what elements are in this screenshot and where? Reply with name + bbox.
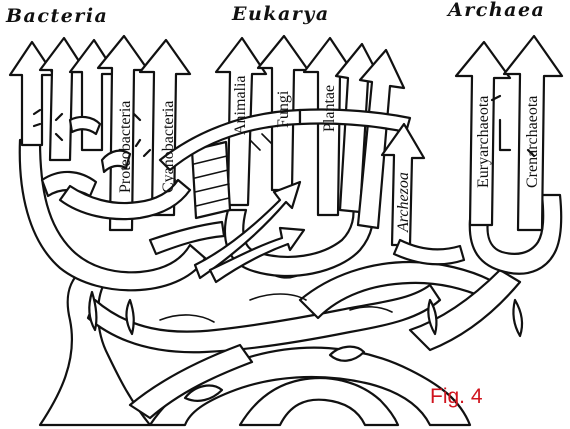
eukarya-arrow-5 bbox=[356, 48, 406, 230]
group-label-animalia: Animalia bbox=[232, 75, 249, 135]
group-label-cyanobacteria: Cyanobacteria bbox=[160, 101, 177, 193]
bacteria-branches bbox=[8, 34, 207, 292]
domain-label-archaea: Archaea bbox=[446, 0, 545, 21]
group-label-euryarchaeota: Euryarchaeota bbox=[475, 96, 492, 188]
domain-label-bacteria: Bacteria bbox=[5, 5, 108, 27]
transfer-arrow-2 bbox=[208, 226, 306, 284]
crenarchaeota-arrow bbox=[502, 34, 564, 232]
euryarchaeota-arrow bbox=[454, 40, 512, 227]
group-label-archezoa: Archezoa bbox=[395, 172, 412, 233]
eukarya-branches bbox=[148, 34, 412, 284]
root-tangle bbox=[38, 260, 524, 427]
group-label-proteobacteria: Proteobacteria bbox=[117, 101, 134, 193]
transfer-arrow-1 bbox=[193, 180, 302, 280]
archaea-branches bbox=[454, 34, 564, 275]
group-label-fungi: Fungi bbox=[275, 90, 292, 128]
bacteria-arrow-2 bbox=[38, 36, 88, 162]
figure-label: Fig. 4 bbox=[430, 385, 483, 408]
archezoa-branch bbox=[380, 122, 466, 266]
domain-label-eukarya: Eukarya bbox=[231, 3, 330, 25]
archezoa-arrow bbox=[380, 122, 426, 247]
group-label-plantae: Plantae bbox=[321, 85, 338, 132]
plantae-arrow bbox=[302, 36, 356, 217]
bacteria-arrow-1 bbox=[8, 40, 56, 147]
group-label-crenarchaeota: Crenarchaeota bbox=[524, 96, 541, 188]
